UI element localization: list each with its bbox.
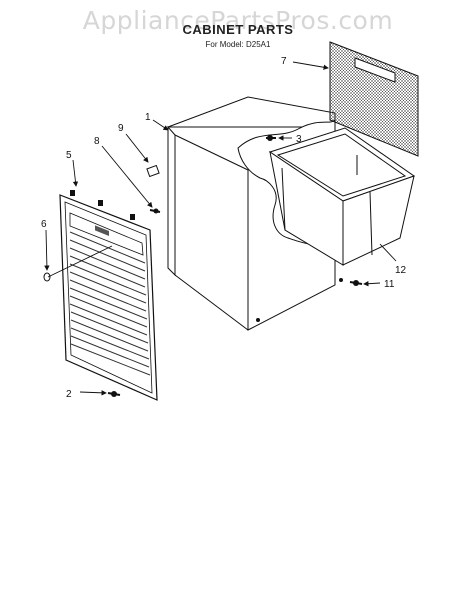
callout-12: 12 bbox=[395, 265, 407, 276]
callout-3: 3 bbox=[296, 134, 302, 145]
callout-6: 6 bbox=[41, 219, 47, 230]
callout-2: 2 bbox=[66, 389, 72, 400]
model-subtitle: For Model: D25A1 bbox=[205, 40, 271, 49]
filter-part bbox=[329, 41, 419, 157]
callout-9: 9 bbox=[118, 123, 124, 134]
callout-7: 7 bbox=[281, 56, 287, 67]
leader-lines bbox=[44, 61, 397, 396]
front-grille-part bbox=[59, 190, 158, 401]
watermark: AppliancePartsPros.com bbox=[82, 6, 394, 35]
page-title: CABINET PARTS bbox=[182, 22, 294, 37]
clip-part bbox=[146, 164, 160, 178]
water-bucket-part bbox=[268, 127, 416, 266]
callout-11: 11 bbox=[384, 279, 395, 290]
screw-part-8 bbox=[149, 208, 161, 214]
plug-part bbox=[43, 272, 51, 282]
callout-5: 5 bbox=[66, 150, 72, 161]
screw-part-11 bbox=[349, 280, 363, 286]
callout-8: 8 bbox=[94, 136, 100, 147]
screw-part-2 bbox=[107, 391, 121, 397]
callout-1: 1 bbox=[145, 112, 151, 123]
screw-part-3 bbox=[266, 135, 276, 141]
